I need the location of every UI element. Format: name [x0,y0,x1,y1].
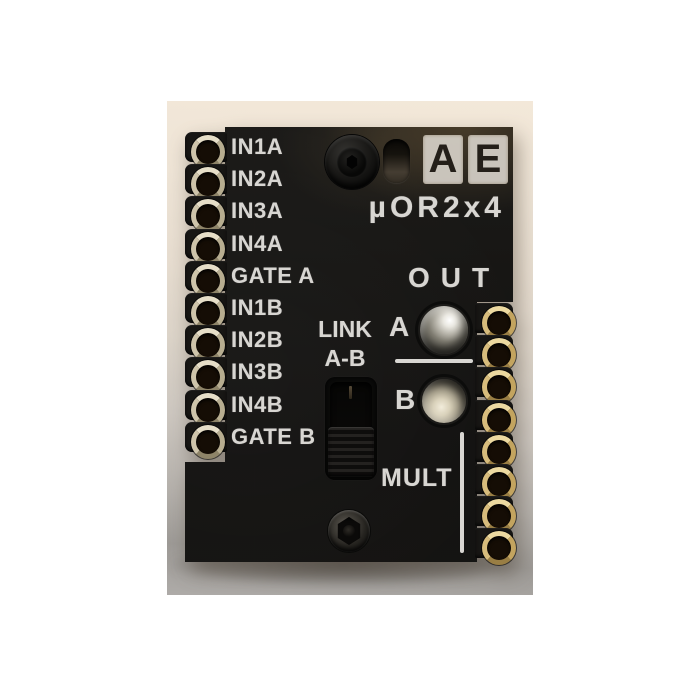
brand-logo-letter-e: E [468,135,508,184]
brand-logo-letter-a: A [423,135,463,184]
synth-module: IN1A IN2A IN3A IN4A GATE A IN1B IN2B IN3… [167,101,533,595]
pin-housing [475,463,516,501]
right-pin-strip [475,303,516,566]
product-photo-backdrop: IN1A IN2A IN3A IN4A GATE A IN1B IN2B IN3… [167,101,533,595]
mult-divider-line [460,432,464,553]
pin-label: GATE A [231,262,315,288]
pin-socket-icon [482,531,516,566]
pin-housing [185,228,227,266]
pin-socket-icon [482,338,516,373]
mounting-slot-icon [383,139,410,183]
link-slide-switch [325,377,377,480]
mounting-screw-icon [325,135,379,189]
pin-label: IN4B [231,391,284,417]
out-section-label: OUT [408,262,501,293]
output-jack-b [420,377,468,425]
pin-housing [185,260,227,298]
pin-socket-icon [191,424,225,459]
pin-label: IN1B [231,294,284,320]
pin-housing [475,496,516,534]
pin-label: IN2A [231,166,284,192]
screw-bore-icon [343,525,355,537]
link-label-line1: LINK [318,316,372,342]
pin-housing [475,367,516,405]
pin-housing [185,389,227,427]
link-switch-label: LINK A-B [307,315,383,373]
pin-housing [185,357,227,395]
pin-housing [475,303,516,340]
brand-logo: A E [423,135,508,184]
switch-knob [328,427,374,477]
pin-label: GATE B [231,423,316,449]
bottom-hex-screw-icon [328,510,370,552]
pin-label-column: IN1A IN2A IN3A IN4A GATE A IN1B IN2B IN3… [231,132,315,452]
switch-track-pin [349,386,352,399]
pin-housing [185,196,227,234]
jack-a-label: A [389,311,410,342]
mult-section-label: MULT [381,464,453,492]
pin-socket-icon [191,328,225,363]
jack-b-label: B [395,384,416,415]
pin-socket-icon [191,167,225,202]
pin-housing [185,421,227,459]
left-pin-strip [185,132,227,459]
model-name: µOR2x4 [368,191,505,224]
pin-housing [475,528,516,566]
a-b-divider-line [395,359,473,363]
pin-housing [185,292,227,330]
pin-label: IN1A [231,134,284,159]
pin-label: IN3A [231,198,284,224]
pin-housing [185,164,227,202]
pin-socket-icon [482,306,516,340]
pin-housing [475,335,516,373]
pin-housing [475,399,516,437]
pin-label: IN2B [231,327,284,353]
output-jack-a [418,304,470,356]
pin-label: IN4A [231,230,284,256]
link-label-line2: A-B [324,345,366,371]
pin-socket-icon [191,199,225,234]
hex-socket-icon [346,155,358,169]
pin-socket-icon [482,466,516,501]
pin-housing [475,431,516,469]
pin-housing [185,325,227,363]
pin-label: IN3B [231,359,284,385]
pin-housing [185,132,227,169]
